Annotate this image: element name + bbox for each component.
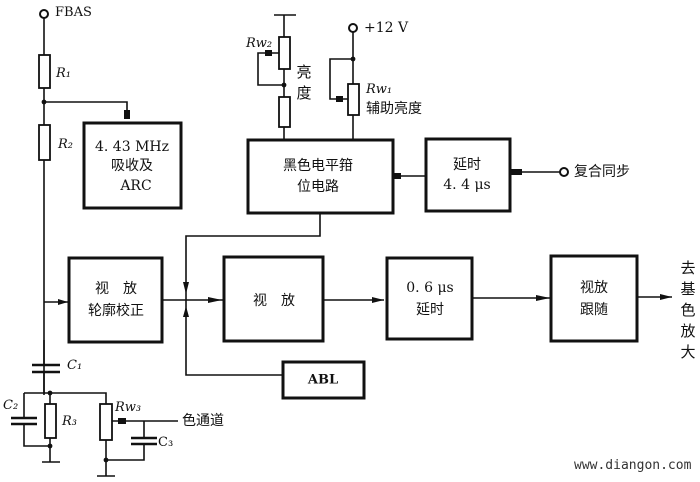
wiper-arrow [336,96,343,102]
follower-block[interactable] [549,254,639,343]
arc-line2: 吸收及 [111,157,153,174]
c3-label: C₃ [158,435,174,450]
contour-line2: 轮廓校正 [88,302,144,319]
delay06-line1: 0. 6 μs [406,279,454,296]
supply-label: +12 V [364,20,409,36]
arrow-head [372,297,384,303]
delay44-line1: 延时 [453,156,481,173]
resistor-r3 [44,403,57,439]
wire [23,424,51,447]
follower-line1: 视放 [580,279,608,296]
aux-brightness-label: 辅助亮度 [366,101,422,117]
arrow-head [208,297,222,303]
brightness-label: 亮度 [296,63,312,102]
videoamp-line1: 视 放 [253,292,295,309]
potentiometer-rw2[interactable] [278,36,291,70]
arrow-head [660,294,672,300]
supply-terminal[interactable] [348,23,358,33]
wire [24,392,107,404]
clamp-line1: 黑色电平箝 [283,157,353,174]
wire [106,444,145,461]
fbas-label: FBAS [55,5,92,20]
rw3-label: Rw₃ [115,400,142,415]
delay-4-4-block[interactable] [424,137,512,213]
arc-line3: ARC [120,177,152,194]
resistor-brightness [278,96,291,128]
junction-dot [281,82,287,88]
arc-line1: 4. 43 MHz [95,138,169,155]
arrow-head [183,306,189,317]
arrow-head [58,299,68,305]
wire-to-arc [44,101,128,118]
delay44-line2: 4. 4 μs [443,176,491,193]
arrow-head [183,282,189,294]
arrow-head [536,295,550,301]
chroma-label: 色通道 [182,413,224,429]
sync-label: 复合同步 [574,164,630,180]
r1-label: R₁ [56,66,71,81]
contour-line1: 视 放 [95,280,137,297]
contour-block[interactable] [67,256,164,344]
junction-dot [47,443,53,449]
r3-label: R₃ [62,414,77,429]
abl-label: ABL [307,372,339,388]
delay-0-6-block[interactable] [385,256,474,341]
resistor-r1 [38,54,51,89]
delay06-line2: 延时 [416,301,444,318]
output-label: 去基色放大 [680,259,696,361]
resistor-r2 [38,124,51,161]
arrow-head [393,173,401,179]
arc-block[interactable] [82,121,183,210]
arrow-head [124,110,130,119]
wiper-arrow [265,50,272,56]
watermark: www.diangon.com [574,458,692,473]
clamp-line2: 位电路 [297,178,339,195]
potentiometer-rw1[interactable] [347,83,360,116]
wiper-arrow [118,418,126,424]
potentiometer-rw3[interactable] [99,403,113,441]
fbas-terminal[interactable] [39,9,49,19]
c2-label: C₂ [3,398,19,413]
rw2-label: Rw₂ [246,36,273,51]
rw1-label: Rw₁ [366,82,393,97]
clamp-block[interactable] [246,138,395,215]
sync-terminal[interactable] [559,167,569,177]
video-amp-block[interactable] [222,255,325,343]
abl-block[interactable] [281,360,366,400]
wire-clamp-feedback [185,213,321,376]
junction-dot [103,457,109,463]
arrow-head [510,169,522,175]
follower-line2: 跟随 [580,301,608,318]
r2-label: R₂ [58,137,73,152]
c1-label: C₁ [67,358,83,373]
